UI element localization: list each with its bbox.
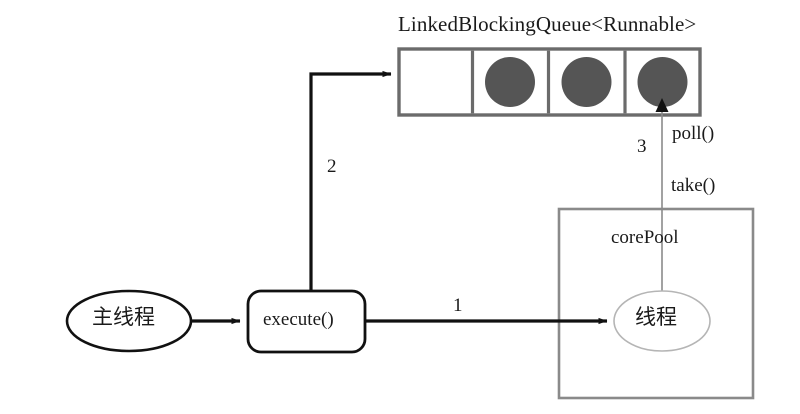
core-pool-box [557,207,755,400]
take-method-label: take() [671,175,716,196]
queue-task-circle [561,57,612,107]
core-pool-border [557,207,755,400]
queue-title-label: LinkedBlockingQueue<Runnable> [398,12,697,36]
edge-execute-to-queue [309,70,392,291]
execute-box [246,289,367,354]
poll-method-label: poll() [672,123,715,144]
main-thread-label: 主线程 [92,305,155,329]
core-pool-label: corePool [611,227,679,248]
execute-label: execute() [263,309,334,330]
step-2-label: 2 [327,156,337,177]
step-1-label: 1 [453,295,463,316]
edge-worker-to-queue [655,98,669,300]
step-3-label: 3 [637,136,647,157]
queue-box [397,47,702,117]
queue-task-circle [485,57,535,107]
edge-worker-to-queue-arrowhead [655,98,669,112]
worker-thread-ellipse [613,290,711,352]
worker-thread-label: 线程 [635,305,677,329]
edge-execute-to-queue-path [309,70,392,291]
queue-task-circle [637,57,688,107]
